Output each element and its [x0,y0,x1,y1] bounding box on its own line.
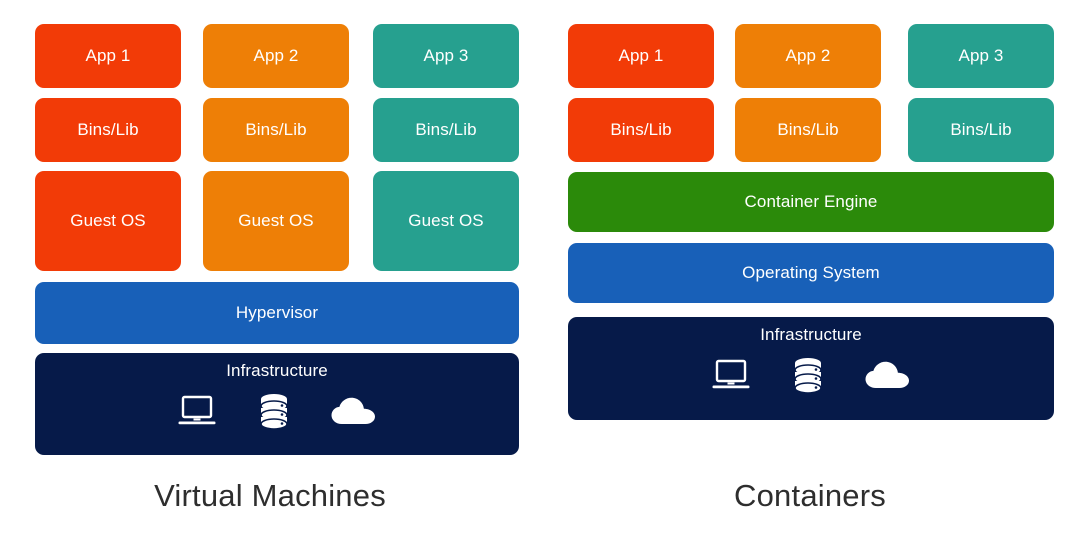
virtual-machines-caption: Virtual Machines [0,478,540,514]
ctr-app-3-box: App 3 [908,24,1054,88]
ctr-bins-3-box: Bins/Lib [908,98,1054,162]
vm-guest-os-2-box: Guest OS [203,171,349,271]
operating-system-label: Operating System [742,262,880,282]
vm-app-2-label: App 2 [253,45,299,65]
laptop-icon [711,359,751,393]
vm-guest-os-1-label: Guest OS [70,210,146,230]
database-icon [257,393,291,431]
ctr-bins-2-label: Bins/Lib [777,119,839,139]
ctr-bins-1-label: Bins/Lib [610,119,672,139]
ctr-bins-3-label: Bins/Lib [950,119,1012,139]
vm-hypervisor-box: Hypervisor [35,282,519,344]
ctr-app-2-box: App 2 [735,24,881,88]
ctr-app-3-label: App 3 [958,45,1004,65]
operating-system-box: Operating System [568,243,1054,303]
vm-bins-2-box: Bins/Lib [203,98,349,162]
cloud-icon [331,397,377,427]
vm-app-3-label: App 3 [423,45,469,65]
vm-bins-1-box: Bins/Lib [35,98,181,162]
vm-bins-1-label: Bins/Lib [77,119,139,139]
vm-infrastructure-label: Infrastructure [226,361,328,380]
container-engine-box: Container Engine [568,172,1054,232]
vm-guest-os-1-box: Guest OS [35,171,181,271]
ctr-infrastructure-box: Infrastructure [568,317,1054,420]
vm-infrastructure-box: Infrastructure [35,353,519,455]
containers-caption-text: Containers [734,478,886,513]
ctr-infrastructure-icons [711,357,911,395]
ctr-app-2-label: App 2 [785,45,831,65]
database-icon [791,357,825,395]
vm-app-3-box: App 3 [373,24,519,88]
vm-guest-os-3-box: Guest OS [373,171,519,271]
ctr-app-1-label: App 1 [618,45,664,65]
vm-bins-2-label: Bins/Lib [245,119,307,139]
vm-app-1-box: App 1 [35,24,181,88]
vm-bins-3-box: Bins/Lib [373,98,519,162]
containers-caption: Containers [540,478,1080,514]
vm-hypervisor-label: Hypervisor [235,302,319,322]
virtual-machines-caption-text: Virtual Machines [154,478,386,513]
container-engine-label: Container Engine [744,191,878,211]
virtual-machines-panel: App 1 App 2 App 3 Bins/Lib Bins/Lib Bins… [0,24,540,514]
ctr-bins-2-box: Bins/Lib [735,98,881,162]
vm-app-2-box: App 2 [203,24,349,88]
vm-bins-3-label: Bins/Lib [415,119,477,139]
vm-app-1-label: App 1 [85,45,131,65]
vm-infrastructure-icons [177,393,377,431]
ctr-infrastructure-label: Infrastructure [760,325,862,344]
vm-guest-os-2-label: Guest OS [238,210,314,230]
cloud-icon [865,361,911,391]
laptop-icon [177,395,217,429]
ctr-bins-1-box: Bins/Lib [568,98,714,162]
containers-panel: App 1 App 2 App 3 Bins/Lib Bins/Lib Bins… [540,0,1080,554]
vm-guest-os-3-label: Guest OS [408,210,484,230]
ctr-app-1-box: App 1 [568,24,714,88]
